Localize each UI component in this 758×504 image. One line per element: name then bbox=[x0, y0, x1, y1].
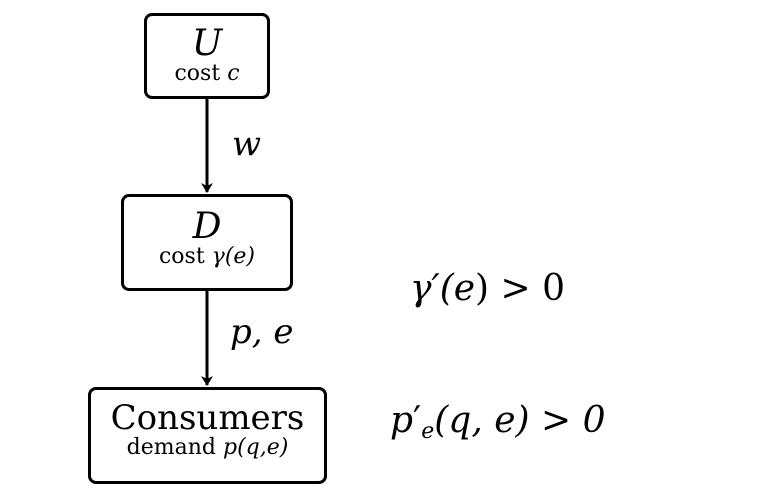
upstream-cost-var: c bbox=[227, 61, 240, 86]
upstream-node: U cost c bbox=[144, 13, 270, 99]
consumers-demand: demand p(q,e) bbox=[91, 436, 324, 460]
demand-p: p bbox=[390, 400, 414, 441]
downstream-cost-var: γ(e) bbox=[211, 244, 256, 269]
gamma-suffix: ) > 0 bbox=[475, 268, 566, 309]
demand-condition: p′e(q, e) > 0 bbox=[390, 400, 606, 444]
gamma-condition: γ′(e) > 0 bbox=[410, 268, 565, 309]
demand-args: (q, e) > 0 bbox=[434, 400, 606, 441]
demand-sub: e bbox=[421, 419, 435, 444]
consumers-title: Consumers bbox=[110, 398, 305, 438]
downstream-cost-label: cost bbox=[158, 244, 205, 269]
upstream-cost-label: cost bbox=[174, 61, 221, 86]
downstream-cost: cost γ(e) bbox=[124, 245, 290, 269]
demand-prime: ′ bbox=[413, 400, 422, 441]
gamma-var: e bbox=[453, 268, 476, 309]
downstream-node: D cost γ(e) bbox=[121, 194, 293, 291]
gamma-prefix: γ′( bbox=[410, 268, 454, 309]
consumers-node: Consumers demand p(q,e) bbox=[88, 387, 327, 484]
upstream-cost: cost c bbox=[147, 62, 267, 86]
edge-label-p-e: p, e bbox=[230, 312, 294, 352]
consumers-demand-var: p(q,e) bbox=[222, 435, 289, 460]
downstream-title: D bbox=[192, 206, 222, 247]
consumers-demand-label: demand bbox=[126, 435, 216, 460]
edge-label-w: w bbox=[232, 124, 262, 164]
upstream-title: U bbox=[191, 23, 223, 64]
